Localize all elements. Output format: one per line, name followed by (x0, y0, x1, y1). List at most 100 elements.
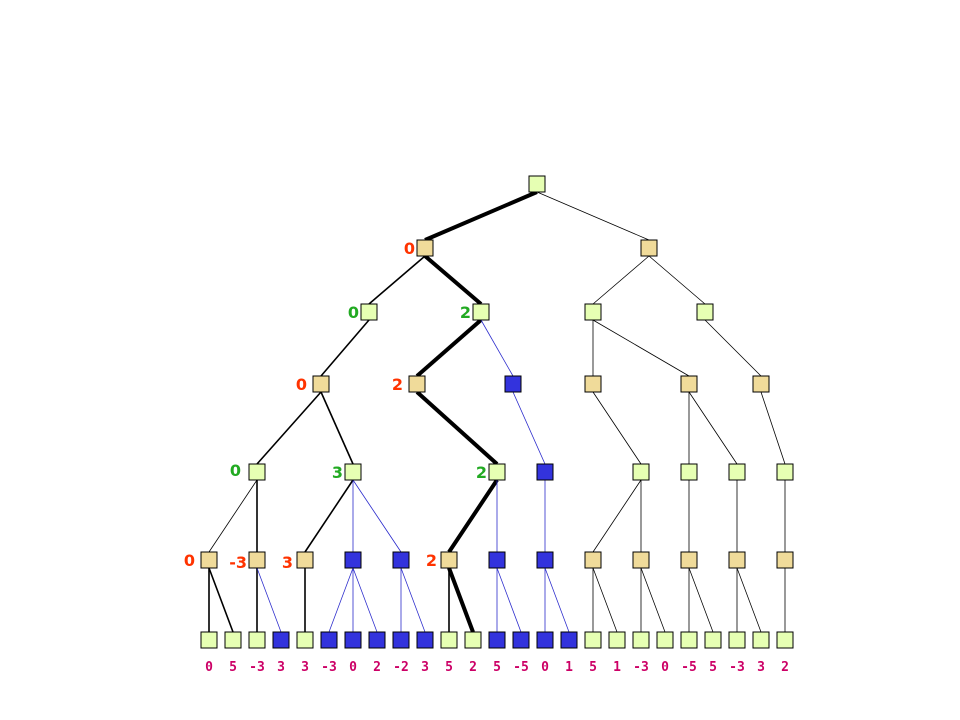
leaf-label-17: 1 (613, 660, 621, 675)
tree-node-e4 (344, 551, 362, 569)
tree-node-e9 (584, 551, 602, 569)
tree-node-e3 (296, 551, 314, 569)
leaf-node-5 (320, 631, 338, 649)
leaf-label-3: 3 (277, 660, 285, 675)
edge-a-a1 (368, 255, 426, 305)
tree-node-c2 (408, 375, 426, 393)
tree-edges (208, 190, 786, 633)
leaf-label-5: -3 (321, 660, 337, 675)
edge-d5-e9 (592, 479, 642, 553)
leaf-label-2: -3 (249, 660, 265, 675)
edge-e4-L7 (352, 567, 378, 633)
node-label-e3: 3 (282, 553, 293, 572)
leaf-label-14: 0 (541, 660, 549, 675)
tree-node-b1 (584, 303, 602, 321)
leaf-node-11 (464, 631, 482, 649)
tree-node-a2 (472, 303, 490, 321)
leaf-node-16 (584, 631, 602, 649)
tree-node-c6 (752, 375, 770, 393)
leaf-node-7 (368, 631, 386, 649)
leaf-node-23 (752, 631, 770, 649)
tree-node-d4 (536, 463, 554, 481)
leaf-node-15 (560, 631, 578, 649)
node-label-e2: -3 (229, 553, 247, 572)
tree-node-c3 (504, 375, 522, 393)
leaf-node-24 (776, 631, 794, 649)
leaf-label-23: 3 (757, 660, 765, 675)
leaf-label-8: -2 (393, 660, 409, 675)
tree-node-e2 (248, 551, 266, 569)
leaf-label-12: 5 (493, 660, 501, 675)
tree-node-d5 (632, 463, 650, 481)
edge-e8-L15 (544, 567, 570, 633)
tree-node-d1 (248, 463, 266, 481)
edge-a2-c2 (415, 318, 483, 378)
leaf-label-4: 3 (301, 660, 309, 675)
tree-node-a1 (360, 303, 378, 321)
tree-node-d3 (488, 463, 506, 481)
edge-e11-L21 (688, 567, 714, 633)
tree-node-e13 (776, 551, 794, 569)
node-label-c1: 0 (296, 375, 307, 394)
edge-e5-L9 (400, 567, 426, 633)
edge-c1-d1 (256, 391, 322, 465)
edge-c5-d7 (688, 391, 738, 465)
leaf-label-13: -5 (513, 660, 529, 675)
leaf-node-0 (200, 631, 218, 649)
tree-node-c4 (584, 375, 602, 393)
tree-node-c5 (680, 375, 698, 393)
edge-e12-L23 (736, 567, 762, 633)
leaf-node-6 (344, 631, 362, 649)
tree-node-d2 (344, 463, 362, 481)
leaf-label-22: -3 (729, 660, 745, 675)
edge-e7-L13 (496, 567, 522, 633)
edge-b1-c5 (592, 319, 690, 377)
node-label-a2: 2 (460, 303, 471, 322)
edge-c3-d4 (512, 391, 546, 465)
edge-d1-e1 (208, 479, 258, 553)
edge-c1-d2 (320, 391, 354, 465)
tree-node-e8 (536, 551, 554, 569)
leaf-label-19: 0 (661, 660, 669, 675)
edge-c2-d3 (415, 390, 499, 466)
edge-d2-e5 (352, 479, 402, 553)
edge-c6-d8 (760, 391, 786, 465)
leaf-node-1 (224, 631, 242, 649)
tree-node-a (416, 239, 434, 257)
leaf-node-12 (488, 631, 506, 649)
edge-e6-L11 (447, 567, 475, 633)
edge-d3-e6 (447, 478, 499, 554)
leaf-label-0: 0 (205, 660, 213, 675)
leaf-node-2 (248, 631, 266, 649)
leaf-node-17 (608, 631, 626, 649)
leaf-label-9: 3 (421, 660, 429, 675)
edge-e1-L1 (208, 567, 234, 633)
leaf-label-10: 5 (445, 660, 453, 675)
edge-e4-L5 (328, 567, 354, 633)
tree-node-d7 (728, 463, 746, 481)
node-label-a1: 0 (348, 303, 359, 322)
node-label-e1: 0 (184, 551, 195, 570)
tree-node-e5 (392, 551, 410, 569)
leaf-node-9 (416, 631, 434, 649)
tree-node-e7 (488, 551, 506, 569)
leaf-label-11: 2 (469, 660, 477, 675)
edge-e2-L3 (256, 567, 282, 633)
leaf-label-7: 2 (373, 660, 381, 675)
leaf-node-14 (536, 631, 554, 649)
edge-root-b (536, 191, 650, 241)
edge-b2-c6 (704, 319, 762, 377)
leaf-label-24: 2 (781, 660, 789, 675)
leaf-node-22 (728, 631, 746, 649)
leaf-node-21 (704, 631, 722, 649)
leaf-node-10 (440, 631, 458, 649)
tree-node-b2 (696, 303, 714, 321)
leaf-node-4 (296, 631, 314, 649)
leaf-node-19 (656, 631, 674, 649)
edge-b-b2 (648, 255, 706, 305)
tree-nodes (200, 175, 794, 649)
tree-node-d6 (680, 463, 698, 481)
